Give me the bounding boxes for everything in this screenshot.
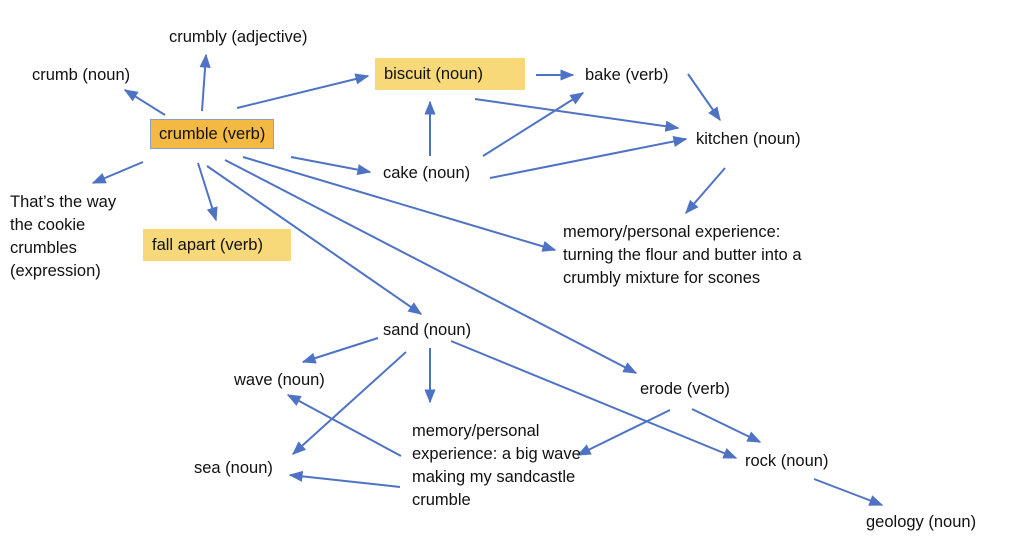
node-label: That’s the way the cookie crumbles (expr… <box>10 193 117 280</box>
edge-crumble-to-crumbly <box>199 53 211 112</box>
node-biscuit: biscuit (noun) <box>375 58 525 90</box>
edge-crumble-to-erode <box>224 159 638 374</box>
node-label: geology (noun) <box>866 513 977 531</box>
node-label: crumble (verb) <box>159 125 266 143</box>
node-crumb: crumb (noun) <box>32 64 130 86</box>
node-label: bake (verb) <box>585 66 669 84</box>
node-label: memory/personal experience: turning the … <box>563 223 802 287</box>
node-label: crumbly (adjective) <box>169 28 308 46</box>
node-sand: sand (noun) <box>383 319 471 341</box>
node-label: sea (noun) <box>194 459 273 477</box>
node-label: sand (noun) <box>383 321 472 339</box>
edge-sand-to-sea <box>291 351 407 455</box>
edge-cake-to-bake <box>482 92 585 157</box>
node-label: fall apart (verb) <box>152 236 263 254</box>
node-kitchen: kitchen (noun) <box>696 128 801 150</box>
edge-kitchen-to-memory-scones <box>685 167 726 215</box>
node-crumbly: crumbly (adjective) <box>169 26 307 48</box>
node-label: crumb (noun) <box>32 66 131 84</box>
node-crumble: crumble (verb) <box>150 119 275 149</box>
node-cake: cake (noun) <box>383 162 470 184</box>
edge-memory-sandcastle-to-sea <box>288 470 401 488</box>
edge-sand-to-rock <box>450 340 738 459</box>
edge-crumble-to-fall-apart <box>197 162 218 222</box>
edge-cake-to-kitchen <box>489 135 688 179</box>
edge-memory-sandcastle-to-wave <box>286 394 402 457</box>
node-label: rock (noun) <box>745 452 829 470</box>
edge-erode-to-memory-sandcastle <box>576 409 671 456</box>
node-label: wave (noun) <box>234 371 325 389</box>
node-label: erode (verb) <box>640 380 730 398</box>
node-erode: erode (verb) <box>640 378 730 400</box>
edge-crumble-to-expression <box>91 161 144 184</box>
edge-erode-to-rock <box>691 408 762 443</box>
edge-crumble-to-crumb <box>123 89 166 116</box>
node-expression: That’s the way the cookie crumbles (expr… <box>10 191 135 283</box>
node-memory-sandcastle: memory/personal experience: a big wave m… <box>412 420 582 512</box>
edge-crumble-to-cake <box>290 156 372 176</box>
node-fall-apart: fall apart (verb) <box>143 229 291 261</box>
node-wave: wave (noun) <box>234 369 325 391</box>
node-geology: geology (noun) <box>866 511 976 533</box>
node-label: biscuit (noun) <box>384 65 484 83</box>
node-memory-scones: memory/personal experience: turning the … <box>563 221 803 290</box>
edge-biscuit-to-kitchen <box>474 98 680 132</box>
edge-crumble-to-memory-scones <box>242 156 557 252</box>
node-rock: rock (noun) <box>745 450 828 472</box>
edge-rock-to-geology <box>813 478 884 506</box>
node-bake: bake (verb) <box>585 64 668 86</box>
edge-bake-to-kitchen <box>687 73 721 122</box>
node-label: kitchen (noun) <box>696 130 801 148</box>
node-label: cake (noun) <box>383 164 471 182</box>
edge-crumble-to-biscuit <box>236 73 370 109</box>
node-sea: sea (noun) <box>194 457 273 479</box>
node-label: memory/personal experience: a big wave m… <box>412 422 581 509</box>
edge-crumble-to-sand <box>206 165 423 315</box>
edge-sand-to-wave <box>301 337 379 364</box>
